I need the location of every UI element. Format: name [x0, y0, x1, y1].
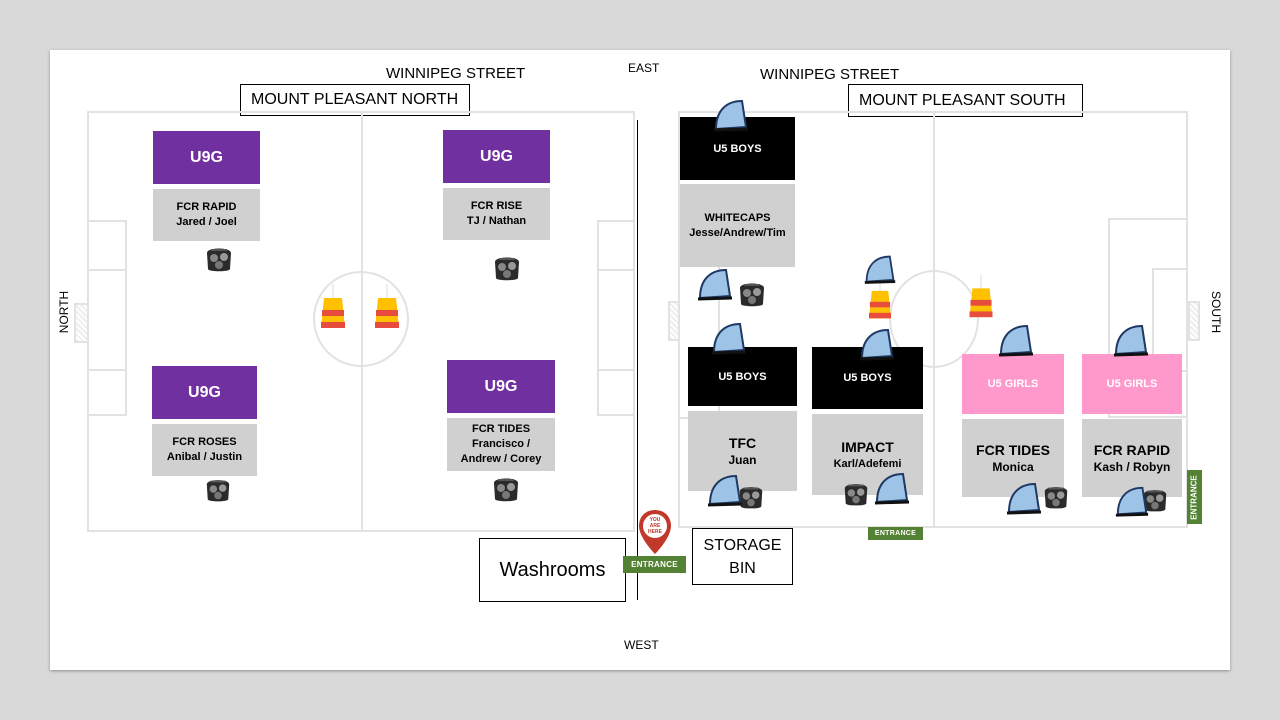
team-coaches: Karl/Adefemi: [833, 457, 902, 470]
team-coaches: TJ / Nathan: [466, 215, 527, 227]
team-name: FCR TIDES: [471, 423, 531, 435]
division-badge: U9G: [152, 366, 257, 419]
pop-up-goal-icon: [712, 97, 750, 140]
street-label-right: WINNIPEG STREET: [760, 66, 900, 83]
team-coaches: Juan: [728, 453, 757, 467]
ball-bag-icon: [491, 252, 523, 287]
team-name: FCR TIDES: [976, 442, 1050, 458]
team-name: FCR ROSES: [172, 436, 237, 448]
team-card: FCR RAPID Kash / Robyn: [1082, 419, 1182, 497]
ball-bag-icon: [841, 478, 871, 513]
team-coaches: Anibal / Justin: [166, 451, 243, 463]
ball-bag-icon: [1140, 484, 1170, 519]
ball-bag-icon: [1041, 481, 1071, 516]
team-name: FCR RAPID: [176, 201, 237, 213]
compass-south: SOUTH: [1209, 291, 1223, 333]
ball-bag-icon: [736, 481, 766, 516]
entrance-sign: ENTRANCE: [623, 556, 686, 573]
team-coaches: Jared / Joel: [176, 216, 237, 228]
ball-bag-icon: [203, 475, 233, 508]
division-badge: U5 GIRLS: [1082, 354, 1182, 414]
pin-text-here: HERE: [648, 529, 663, 535]
compass-west: WEST: [624, 638, 659, 652]
team-card: TFC Juan: [688, 411, 797, 491]
team-card: FCR TIDES Francisco / Andrew / Corey: [447, 418, 555, 471]
division-badge: U5 BOYS: [688, 347, 797, 406]
pin-text-you: YOU: [650, 517, 661, 523]
pop-up-goal-icon: [1005, 480, 1043, 523]
storage-label-line1: STORAGE: [703, 536, 782, 554]
pop-up-goal-icon: [710, 320, 748, 363]
pop-up-goal-icon: [696, 266, 734, 309]
storage-label-line2: BIN: [729, 559, 756, 577]
cone-icon: [319, 284, 347, 337]
pop-up-goal-icon: [1114, 484, 1150, 525]
field-map-slide: EAST WEST NORTH SOUTH WINNIPEG STREET WI…: [50, 50, 1230, 670]
pop-up-goal-icon: [873, 470, 911, 513]
field-north: [74, 111, 635, 532]
cone-icon: [373, 284, 401, 337]
team-name: FCR RISE: [470, 200, 523, 212]
team-card: WHITECAPS Jesse/Andrew/Tim: [680, 184, 795, 267]
pop-up-goal-icon: [858, 326, 896, 369]
cone-icon: [967, 275, 995, 326]
division-badge: U9G: [447, 360, 555, 413]
entrance-sign: ENTRANCE: [1187, 470, 1202, 524]
pop-up-goal-icon: [1112, 322, 1150, 365]
storage-bin-box: STORAGE BIN: [692, 528, 793, 585]
entrance-sign: ENTRANCE: [868, 527, 923, 540]
pop-up-goal-icon: [706, 472, 744, 515]
team-coaches: Francisco /: [471, 438, 531, 450]
field-title-north: MOUNT PLEASANT NORTH: [240, 84, 470, 116]
team-name: IMPACT: [841, 438, 894, 455]
field-divider: [637, 120, 638, 600]
location-pin-icon: YOU ARE HERE: [637, 508, 673, 561]
division-badge: U9G: [443, 130, 550, 183]
division-badge: U9G: [153, 131, 260, 184]
pop-up-goal-icon: [997, 322, 1035, 365]
ball-bag-icon: [736, 278, 768, 313]
pop-up-goal-icon: [863, 253, 897, 292]
ball-bag-icon: [490, 473, 522, 508]
cone-icon: [866, 278, 894, 327]
team-coaches: Monica: [992, 460, 1034, 474]
street-label-left: WINNIPEG STREET: [386, 65, 526, 82]
team-card: FCR RAPID Jared / Joel: [153, 189, 260, 241]
team-coaches: Kash / Robyn: [1093, 460, 1171, 474]
team-coaches: Jesse/Andrew/Tim: [689, 226, 786, 239]
team-card: FCR TIDES Monica: [962, 419, 1064, 497]
compass-north: NORTH: [57, 290, 72, 334]
ball-bag-icon: [203, 243, 235, 278]
team-name: WHITECAPS: [704, 211, 771, 224]
washrooms-box: Washrooms: [479, 538, 626, 602]
compass-east: EAST: [628, 61, 660, 75]
team-card: FCR RISE TJ / Nathan: [443, 188, 550, 240]
division-badge: U5 GIRLS: [962, 354, 1064, 414]
team-coaches: Andrew / Corey: [460, 453, 542, 465]
team-card: FCR ROSES Anibal / Justin: [152, 424, 257, 476]
pin-text-are: ARE: [650, 523, 661, 529]
team-name: TFC: [728, 435, 757, 451]
team-name: FCR RAPID: [1093, 442, 1171, 458]
